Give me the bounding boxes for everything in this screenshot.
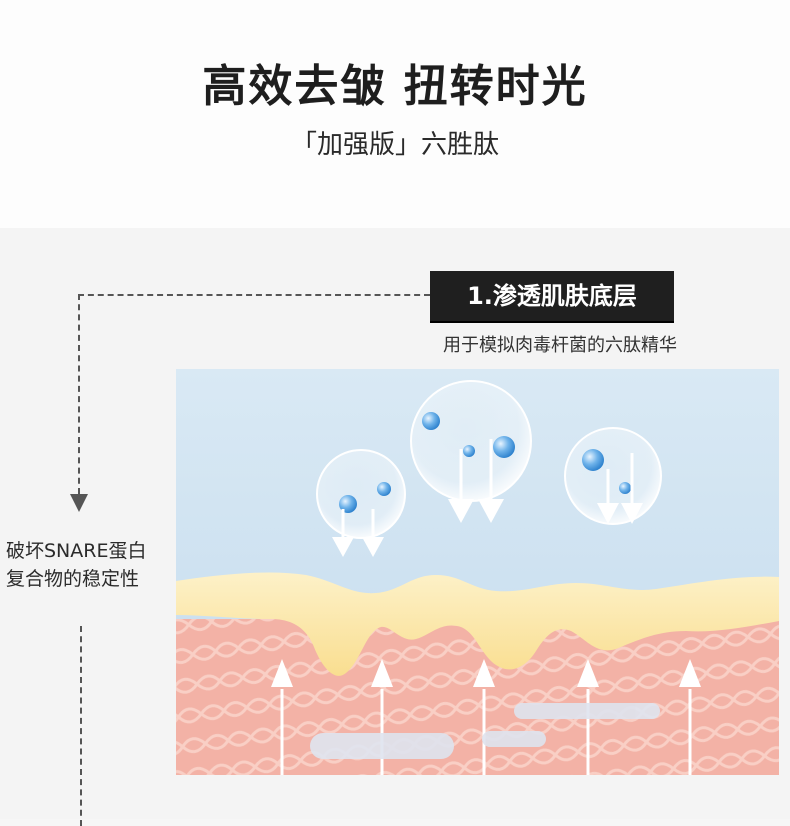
gel-layer xyxy=(176,572,779,676)
up-arrows xyxy=(271,659,701,775)
skin-bars xyxy=(310,703,660,759)
side-note: 破坏SNARE蛋白 复合物的稳定性 xyxy=(6,537,176,593)
skin-penetration-illustration xyxy=(176,369,779,775)
step-label: 1.渗透肌肤底层 xyxy=(430,271,674,321)
dashed-connector-horizontal xyxy=(78,294,430,296)
page-subtitle: 「加强版」六胜肽 xyxy=(290,130,499,160)
page-title: 高效去皱 扭转时光 xyxy=(202,61,588,112)
dashed-connector-vertical-bottom xyxy=(80,626,82,826)
step-description: 用于模拟肉毒杆菌的六肽精华 xyxy=(443,335,677,356)
arrow-down-icon xyxy=(70,494,88,512)
header-section: 高效去皱 扭转时光 「加强版」六胜肽 xyxy=(0,0,790,228)
dashed-connector-vertical-top xyxy=(78,294,80,494)
bubble-center xyxy=(410,380,532,502)
down-arrows xyxy=(332,439,643,557)
bubble-left xyxy=(316,449,406,539)
side-note-line-1: 破坏SNARE蛋白 xyxy=(6,540,147,562)
side-note-line-2: 复合物的稳定性 xyxy=(6,568,140,590)
bubble-right xyxy=(564,427,662,525)
